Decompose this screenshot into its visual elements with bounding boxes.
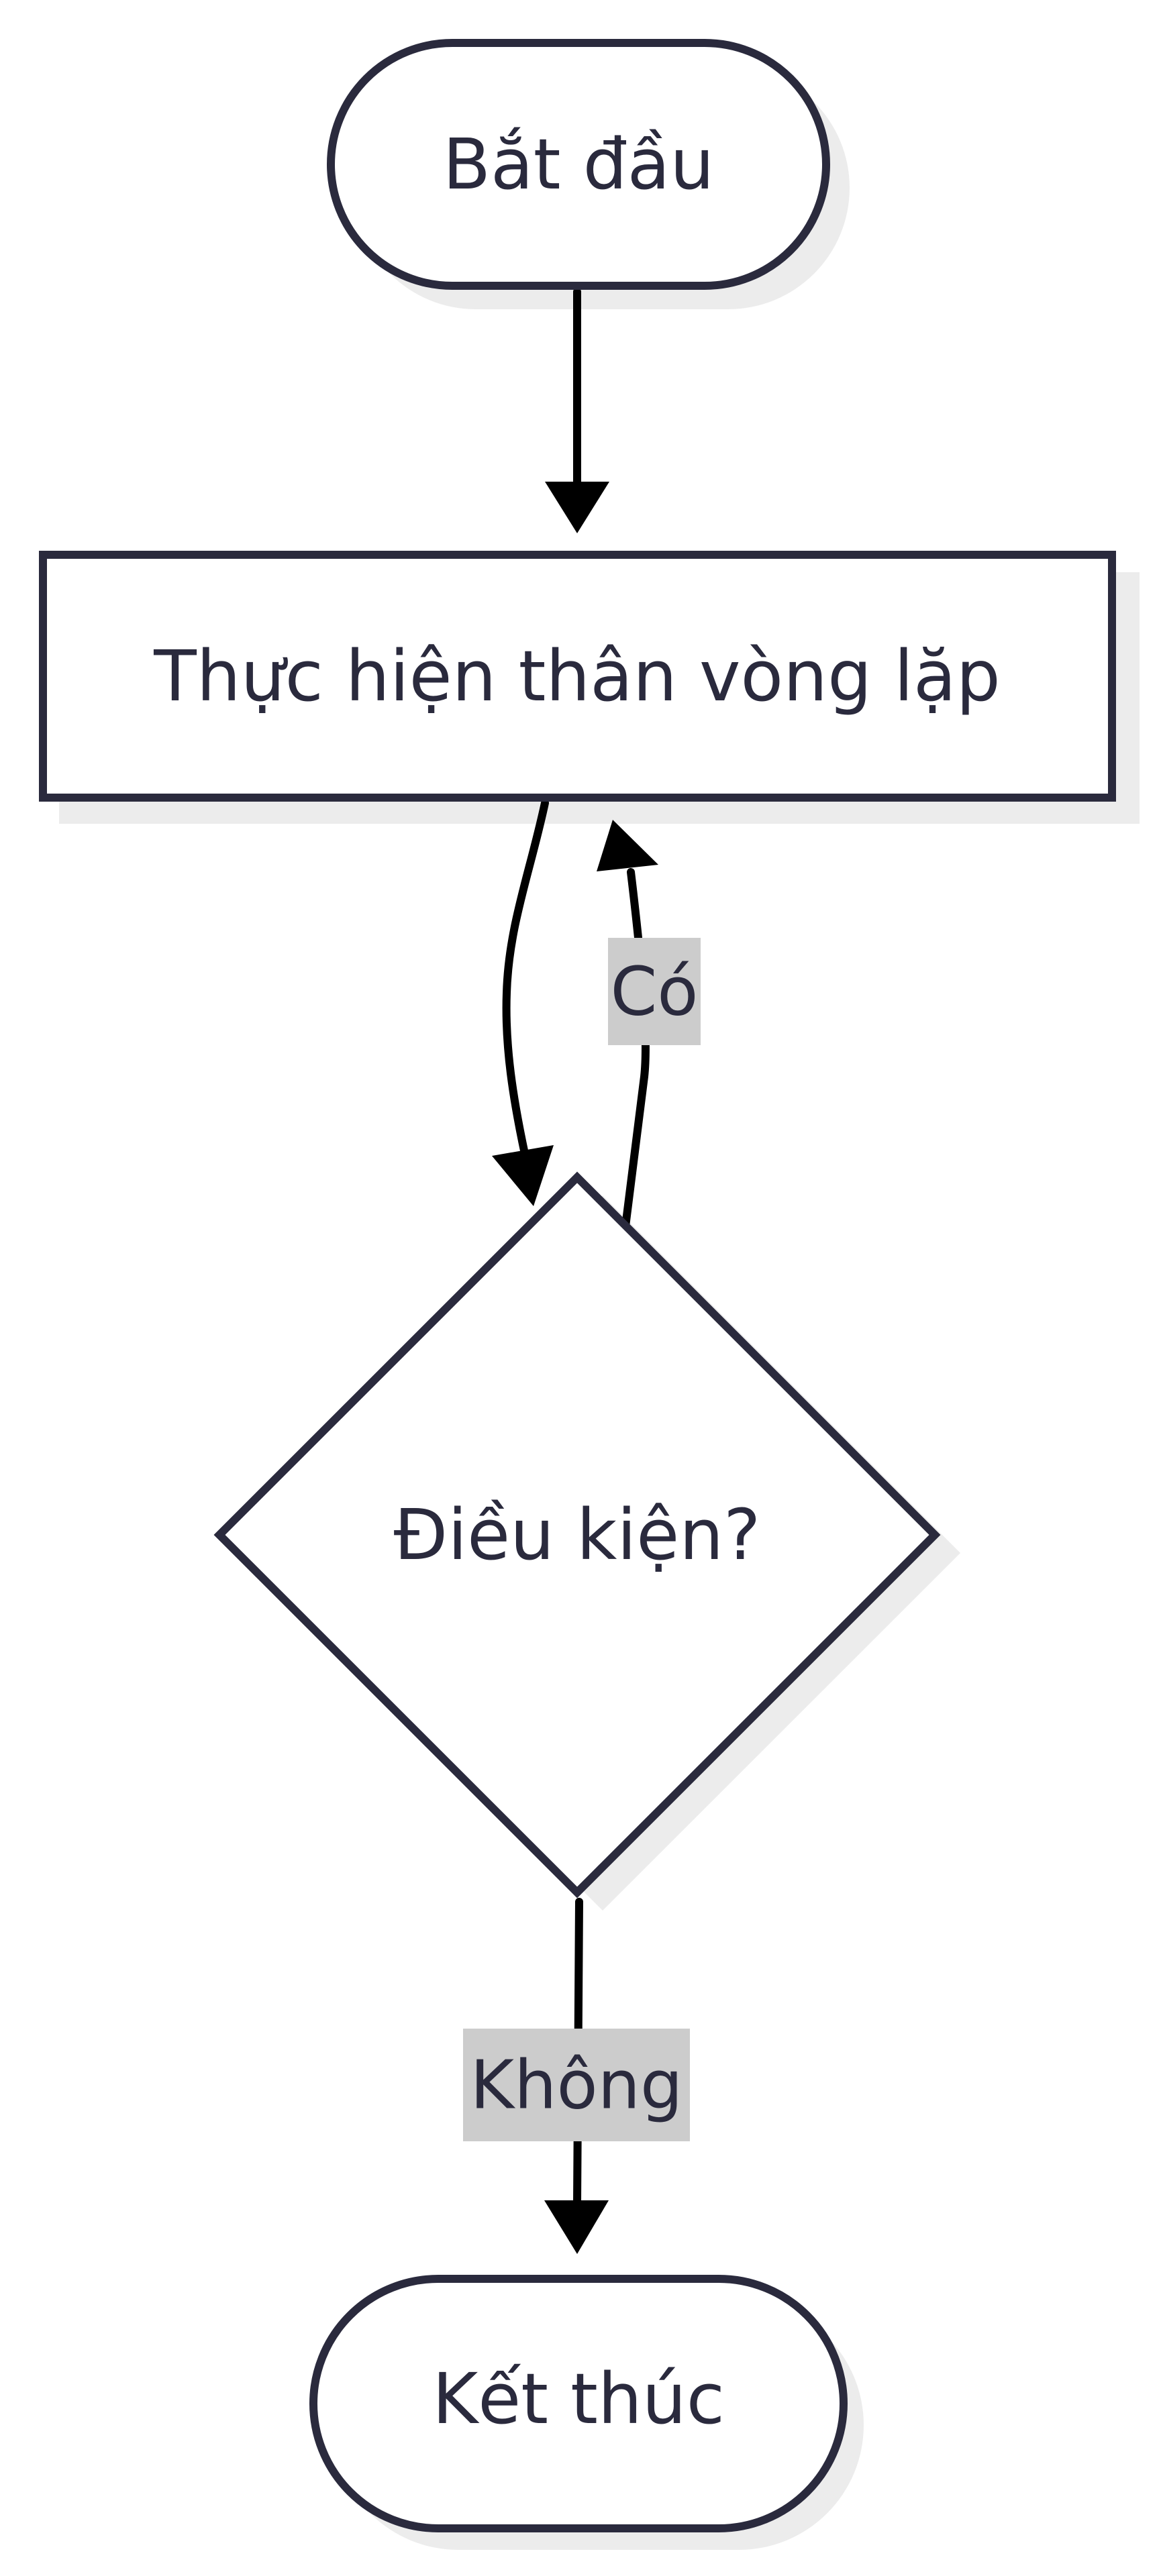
edge-loop-body-to-condition-arrowhead <box>492 1145 554 1206</box>
edge-label-yes-text: Có <box>610 953 698 1031</box>
edge-condition-to-loop-body-arrowhead <box>597 820 658 871</box>
start-node-shape <box>327 39 830 290</box>
node-end: Kết thúc <box>309 2275 848 2532</box>
start-node-label: Bắt đầu <box>443 123 715 205</box>
condition-node-label: Điều kiện? <box>394 1494 761 1576</box>
edge-label-yes-background <box>608 938 701 1045</box>
edge-label-yes: Có <box>608 938 701 1045</box>
edge-loop-body-to-condition <box>502 799 549 1158</box>
loop-body-node-label: Thực hiện thân vòng lặp <box>153 635 1001 717</box>
edge-label-no-background <box>463 2029 690 2141</box>
edge-label-no: Không <box>463 2029 690 2141</box>
condition-node-shape <box>213 1171 941 1898</box>
edge-label-no-text: Không <box>470 2046 683 2125</box>
node-loop-body: Thực hiện thân vòng lặp <box>39 551 1116 802</box>
edge-condition-to-end-arrowhead <box>544 2200 609 2254</box>
loop-body-node-shape <box>39 551 1116 802</box>
node-condition: Điều kiện? <box>213 1171 941 1898</box>
end-node-shape <box>309 2275 848 2532</box>
edge-condition-to-loop-body <box>621 868 650 1230</box>
node-start: Bắt đầu <box>327 39 830 290</box>
end-node-label: Kết thúc <box>432 2358 725 2440</box>
edge-start-to-loop-body-arrowhead <box>545 482 609 533</box>
